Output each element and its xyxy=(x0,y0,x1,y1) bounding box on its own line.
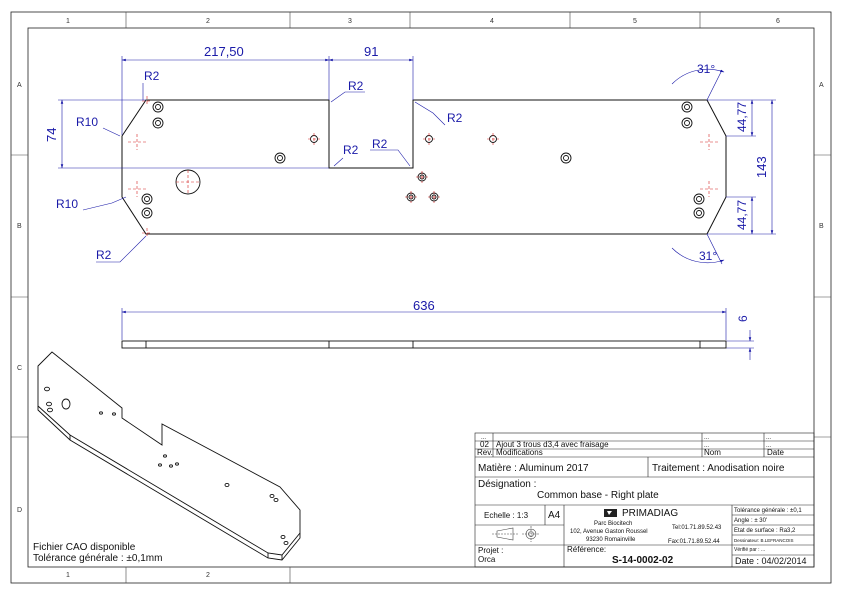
outer-frame xyxy=(10,11,832,584)
tolerance-note: Tolérance générale : ±0,1mm xyxy=(33,553,162,564)
plate-holes xyxy=(141,101,705,219)
grid-row-c-left: C xyxy=(17,365,22,372)
rev-dots-2: ... xyxy=(704,435,709,441)
dim-31-bottom: 31° xyxy=(699,249,717,263)
dim-r2-right-step: R2 xyxy=(447,111,463,125)
dim-r2-bottom-left: R2 xyxy=(96,248,112,262)
dim-217-50: 217,50 xyxy=(204,44,244,59)
grid-top-ticks xyxy=(11,12,831,583)
dim-31-top: 31° xyxy=(697,62,715,76)
grid-bottom-col-2: 2 xyxy=(206,572,210,579)
title-block-texts: ... ... ... ... ... 02 Ajout 3 trous d3,… xyxy=(477,435,807,566)
date-label: Date xyxy=(767,448,784,457)
grid-labels: 1 2 3 4 5 6 A B C D A B 1 2 xyxy=(17,18,824,579)
cad-file-note: Fichier CAO disponible xyxy=(33,542,136,553)
designation-value: Common base - Right plate xyxy=(537,490,659,501)
grid-col-3: 3 xyxy=(348,18,352,25)
company-logo xyxy=(604,509,617,517)
project-label: Projet : xyxy=(478,546,503,555)
dim-44-77-top: 44,77 xyxy=(735,102,749,132)
dim-r2-step-bottom-right: R2 xyxy=(372,137,388,151)
dimension-lines xyxy=(58,56,776,360)
dim-74: 74 xyxy=(44,128,59,142)
plate-side-view xyxy=(121,340,727,349)
reference-label: Référence: xyxy=(567,545,606,554)
reference-value: S-14-0002-02 xyxy=(612,555,674,566)
dim-r2-step-top: R2 xyxy=(348,79,364,93)
scale: Echelle : 1:3 xyxy=(484,511,529,520)
address-line-2: 102, Avenue Gaston Roussel xyxy=(570,529,648,535)
dim-636: 636 xyxy=(413,298,435,313)
address-line-3: 93230 Romainville xyxy=(586,537,636,543)
draughtsman: Dessinateur: B.LEFRANCOIS xyxy=(734,538,794,543)
paper-format: A4 xyxy=(548,510,561,521)
center-marks xyxy=(128,96,718,238)
dim-r2-step-bottom-left: R2 xyxy=(343,143,359,157)
grid-row-a-left: A xyxy=(17,82,22,89)
grid-bottom-col-1: 1 xyxy=(66,572,70,579)
treatment: Traitement : Anodisation noire xyxy=(652,463,785,474)
rev-label: Rev. xyxy=(477,448,493,457)
material: Matière : Aluminum 2017 xyxy=(478,463,589,474)
telephone: Tel:01.71.89.52.43 xyxy=(672,525,722,531)
plate-isometric-view xyxy=(37,351,301,561)
drawing-date: Date : 04/02/2014 xyxy=(735,556,807,566)
modifications-label: Modifications xyxy=(496,448,543,457)
dim-6: 6 xyxy=(736,315,750,322)
rev-dots-1: ... xyxy=(481,435,486,441)
dim-r2-top-left: R2 xyxy=(144,69,160,83)
grid-col-4: 4 xyxy=(490,18,494,25)
dim-r10-top: R10 xyxy=(76,115,98,129)
title-block xyxy=(474,432,815,568)
designation-label: Désignation : xyxy=(478,479,536,490)
grid-row-b-left: B xyxy=(17,223,22,230)
general-tolerance: Tolérance générale : ±0,1 xyxy=(734,508,802,514)
checked-by: Vérifié par : ... xyxy=(734,547,765,553)
rev-dots-5: ... xyxy=(766,443,771,449)
grid-row-a-right: A xyxy=(819,82,824,89)
project-value: Orca xyxy=(478,555,496,564)
dimension-texts: 217,50 91 74 143 44,77 44,77 31° 31° R2 … xyxy=(44,44,769,322)
plate-top-view xyxy=(121,96,727,238)
dim-91: 91 xyxy=(364,44,378,59)
plate-outline xyxy=(121,99,727,235)
projection-symbol-icon xyxy=(492,526,540,542)
grid-col-2: 2 xyxy=(206,18,210,25)
dim-143: 143 xyxy=(754,156,769,178)
grid-col-6: 6 xyxy=(776,18,780,25)
grid-col-5: 5 xyxy=(633,18,637,25)
dim-44-77-bottom: 44,77 xyxy=(735,200,749,230)
address-line-1: Parc Biocitech xyxy=(594,521,632,527)
rev-description: Ajout 3 trous d3,4 avec fraisage xyxy=(496,440,609,449)
surface-finish: Etat de surface : Ra3,2 xyxy=(734,528,796,534)
inner-frame xyxy=(27,27,815,568)
dim-r10-bottom: R10 xyxy=(56,197,78,211)
angle-tolerance: Angle : ± 30' xyxy=(734,518,767,524)
nom-label: Nom xyxy=(704,448,721,457)
company-name: PRIMADIAG xyxy=(622,508,678,519)
rev-dots-3: ... xyxy=(766,435,771,441)
grid-row-b-right: B xyxy=(819,223,824,230)
grid-row-d-left: D xyxy=(17,507,22,514)
rev-dots-4: ... xyxy=(704,443,709,449)
fax: Fax:01.71.89.52.44 xyxy=(668,539,720,545)
rev-number: 02 xyxy=(480,440,489,449)
grid-col-1: 1 xyxy=(66,18,70,25)
